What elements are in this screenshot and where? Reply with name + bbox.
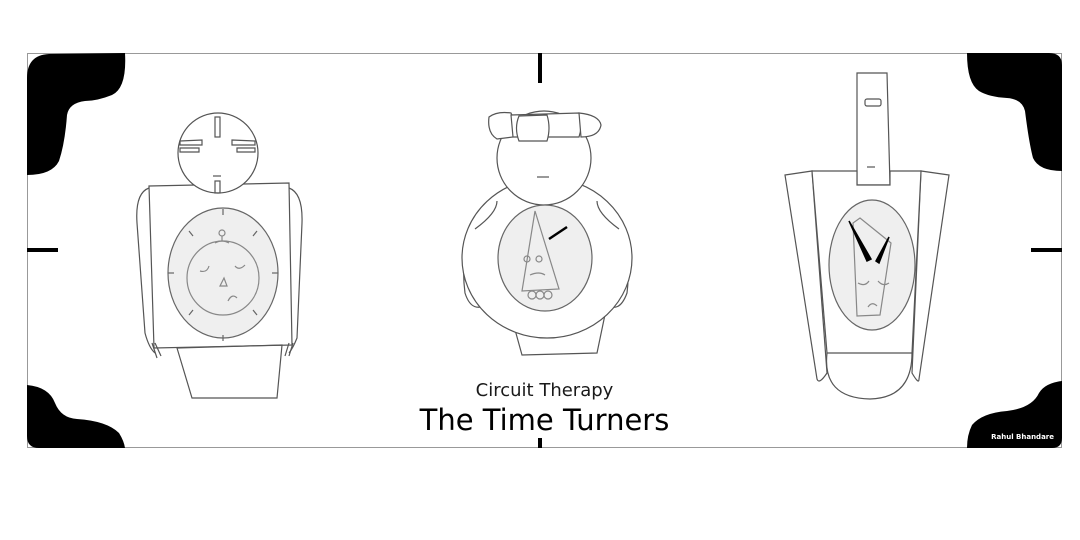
corner-bottom-right — [967, 381, 1062, 448]
tick-left — [27, 248, 58, 252]
figure-left-robot — [136, 112, 303, 399]
corner-top-right — [967, 53, 1062, 171]
artist-signature: Rahul Bhandare — [991, 433, 1054, 441]
banner-artwork — [27, 53, 1062, 448]
corner-top-left — [27, 53, 126, 175]
corner-bottom-left — [27, 385, 125, 448]
banner-subtitle: Circuit Therapy — [475, 380, 614, 401]
banner: Circuit Therapy The Time Turners Rahul B… — [27, 53, 1062, 448]
tick-right — [1031, 248, 1062, 252]
figure-right-robot — [784, 72, 950, 400]
figure-center-robot — [461, 110, 633, 356]
tick-top — [538, 53, 542, 83]
tick-bottom — [538, 438, 542, 448]
banner-title: The Time Turners — [419, 403, 670, 437]
